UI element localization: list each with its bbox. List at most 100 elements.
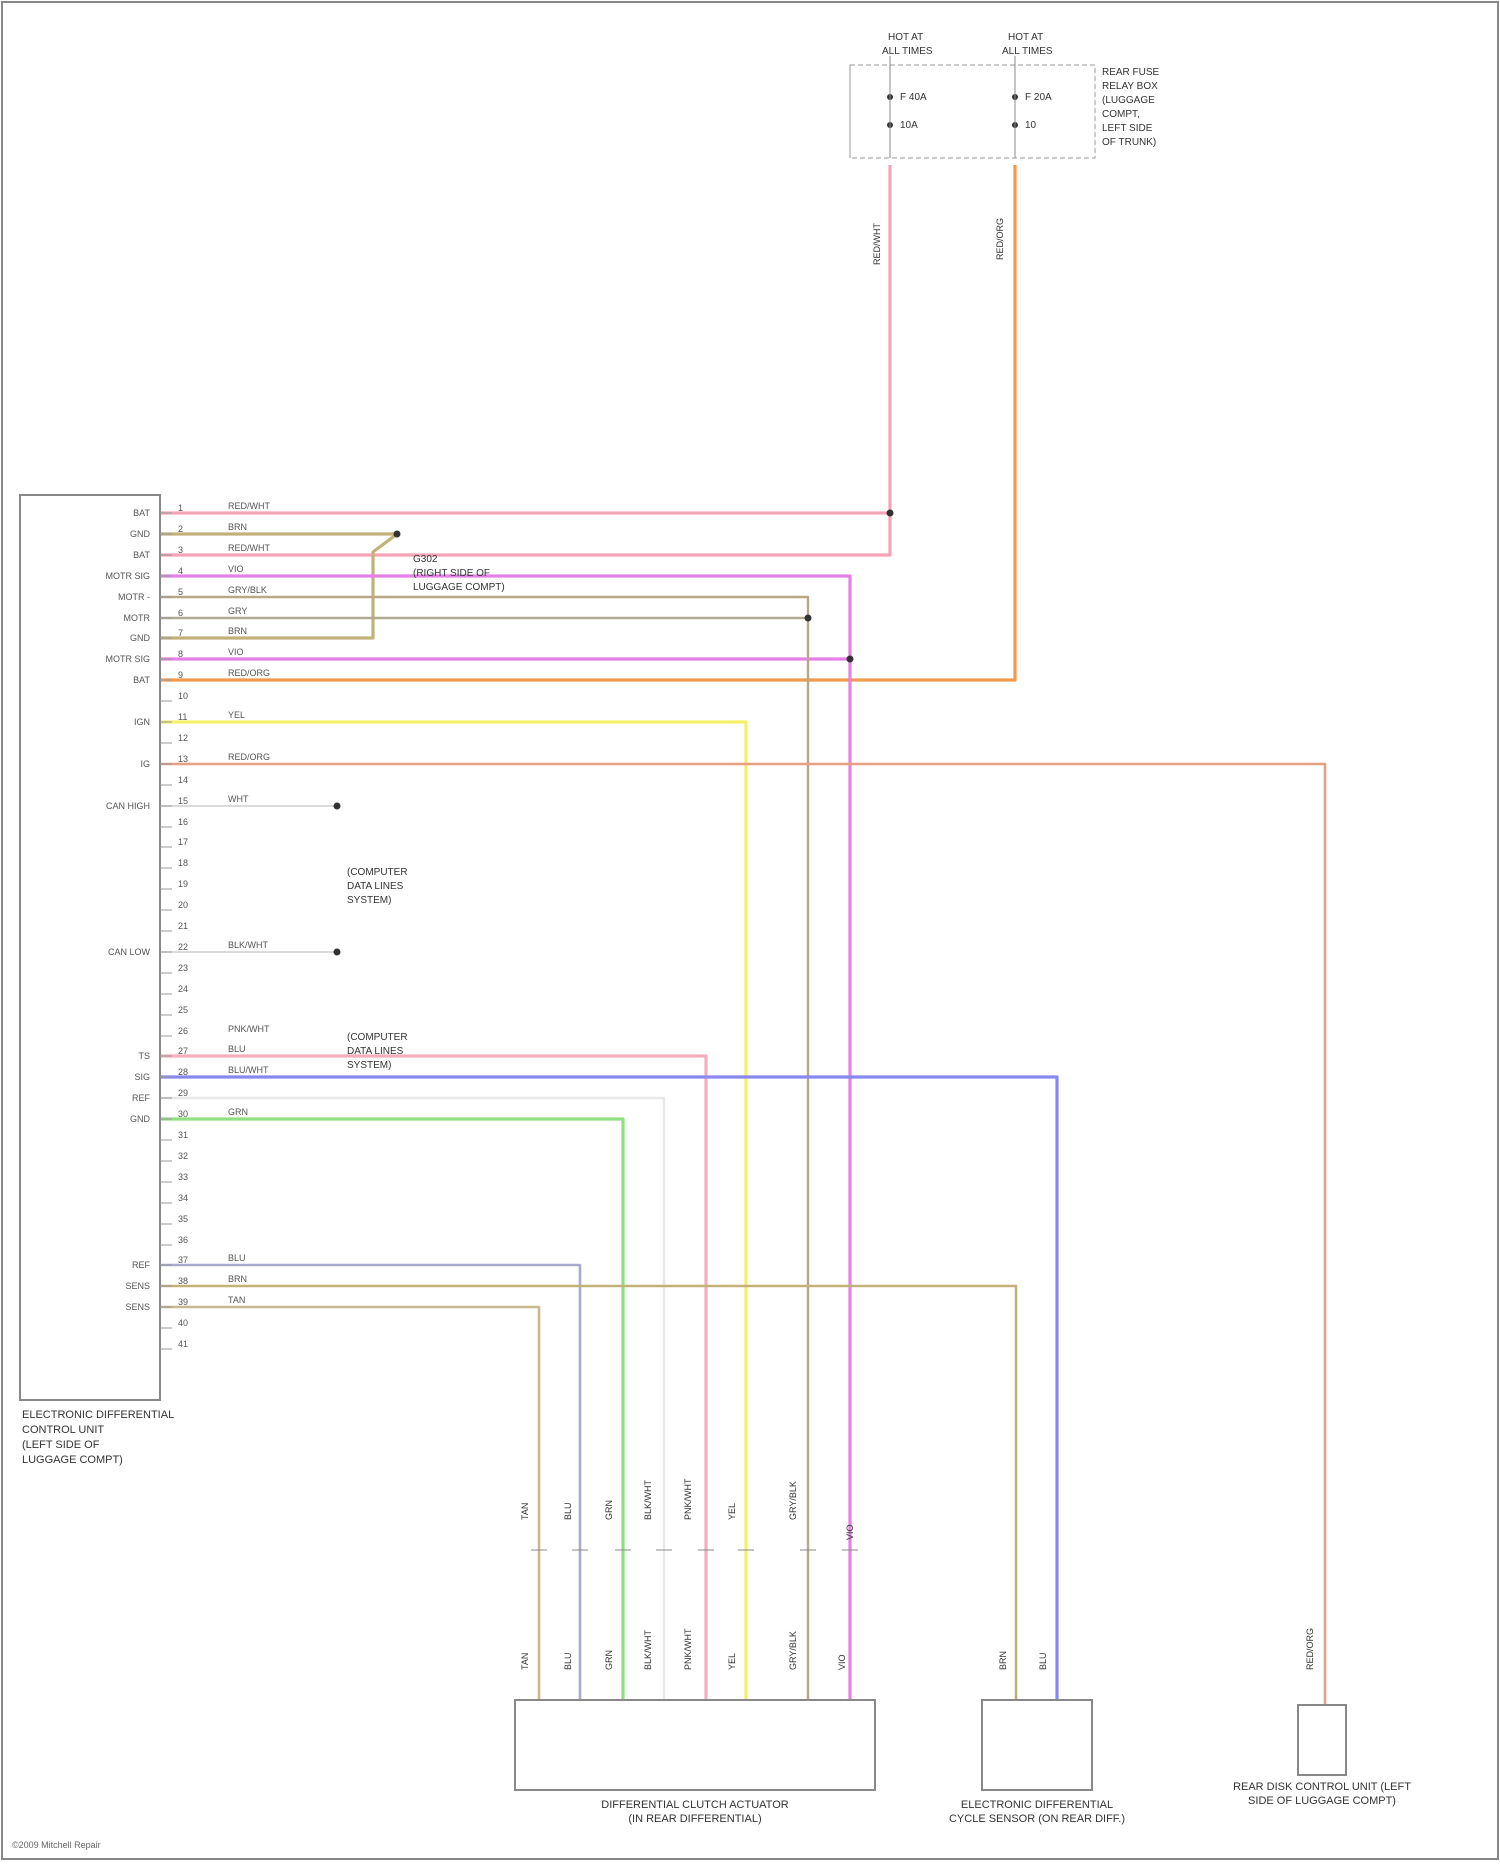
fuse-left-label-1: F 40A — [900, 92, 927, 103]
terminal-label-30: GND — [130, 1114, 151, 1124]
data-line-can-high: (COMPUTER DATA LINES SYSTEM) — [347, 867, 408, 906]
module-caption-2: CONTROL UNIT — [22, 1424, 104, 1436]
wire-label-2: BRN — [228, 522, 247, 532]
pin-number-10: 10 — [178, 691, 188, 701]
wire-label-1: RED/WHT — [228, 501, 270, 511]
wire-bat-fuse-left — [160, 165, 890, 555]
wire-ref — [160, 1098, 664, 1700]
pin-number-16: 16 — [178, 817, 188, 827]
wire-label-8: VIO — [228, 647, 244, 657]
pin-number-14: 14 — [178, 775, 188, 785]
ground-g302-line-1: G302 — [413, 554, 438, 565]
terminal-label-38: SENS — [125, 1281, 150, 1291]
wire-label-37: BLU — [228, 1253, 246, 1263]
wire-label-5: GRY/BLK — [228, 585, 267, 595]
wire-ref-2 — [160, 1265, 580, 1700]
fuse-box-caption-6: OF TRUNK) — [1102, 137, 1156, 148]
fuse-left-title-2: ALL TIMES — [882, 46, 933, 57]
fuse-right-label-1: F 20A — [1025, 92, 1052, 103]
wire-gnd-sensor — [160, 1119, 623, 1700]
pin-number-34: 34 — [178, 1193, 188, 1203]
wire-label-7: BRN — [228, 626, 247, 636]
conn-label-a-6: GRY/BLK — [788, 1481, 798, 1520]
fuse-box-caption-4: COMPT, — [1102, 109, 1140, 120]
terminal-label-4: MOTR SIG — [106, 571, 151, 581]
wire-bat-fuse-right — [160, 165, 1015, 680]
wire-label-27: BLU — [228, 1044, 246, 1054]
pin-number-23: 23 — [178, 963, 188, 973]
terminal-label-2: GND — [130, 529, 151, 539]
can-high-point — [334, 803, 341, 810]
module-caption-3: (LEFT SIDE OF — [22, 1439, 100, 1451]
fuse-right-label-2: 10 — [1025, 120, 1037, 131]
terminal-label-1: BAT — [133, 508, 150, 518]
pin-number-31: 31 — [178, 1130, 188, 1140]
conn-label-b-3: BLK/WHT — [643, 1629, 653, 1670]
data-line-can-low: (COMPUTER DATA LINES SYSTEM) — [347, 1032, 408, 1071]
pin-number-30: 30 — [178, 1109, 188, 1119]
conn-label-b-0: TAN — [520, 1653, 530, 1670]
pin-number-21: 21 — [178, 921, 188, 931]
pin-number-20: 20 — [178, 900, 188, 910]
conn-label-b-6: GRY/BLK — [788, 1631, 798, 1670]
rear-unit-conn-label: RED/ORG — [1305, 1628, 1315, 1670]
can-low-callout-2: DATA LINES — [347, 1046, 404, 1057]
wire-sens-2 — [160, 1307, 539, 1700]
pin-number-11: 11 — [178, 712, 187, 722]
terminal-label-11: IGN — [134, 717, 150, 727]
wire-sens-1 — [160, 1286, 1016, 1700]
actuator-caption-1: DIFFERENTIAL CLUTCH ACTUATOR — [601, 1799, 788, 1811]
pin-number-36: 36 — [178, 1235, 188, 1245]
pin-number-35: 35 — [178, 1214, 188, 1224]
splice-motr-sig — [847, 656, 854, 663]
pin-number-17: 17 — [178, 837, 188, 847]
pin-number-22: 22 — [178, 942, 188, 952]
electronic-differential-control-unit: ELECTRONIC DIFFERENTIAL CONTROL UNIT (LE… — [20, 495, 174, 1466]
wire-label-6: GRY — [228, 606, 247, 616]
wire-sig — [160, 1077, 1057, 1700]
rear-unit-caption-1: REAR DISK CONTROL UNIT (LEFT — [1233, 1781, 1411, 1793]
terminal-label-7: GND — [130, 633, 151, 643]
differential-clutch-actuator: DIFFERENTIAL CLUTCH ACTUATOR (IN REAR DI… — [515, 1700, 875, 1825]
pin-number-33: 33 — [178, 1172, 188, 1182]
sensor-caption-2: CYCLE SENSOR (ON REAR DIFF.) — [949, 1813, 1125, 1825]
pin-number-8: 8 — [178, 649, 183, 659]
pin-number-2: 2 — [178, 524, 183, 534]
can-high-callout-3: SYSTEM) — [347, 895, 391, 906]
pin-number-7: 7 — [178, 628, 183, 638]
fuse-box-caption-5: LEFT SIDE — [1102, 123, 1153, 134]
fuse-right-title-1: HOT AT — [1008, 32, 1043, 43]
can-low-callout-3: SYSTEM) — [347, 1060, 391, 1071]
wire-label-30: GRN — [228, 1107, 248, 1117]
pin-number-1: 1 — [178, 503, 183, 513]
pin-number-15: 15 — [178, 796, 188, 806]
splice-bat-1 — [887, 510, 894, 517]
terminal-label-13: IG — [140, 759, 150, 769]
wire-label-15: WHT — [228, 794, 249, 804]
fuse-wire-label-right: RED/ORG — [995, 218, 1005, 260]
fuse-right-title-2: ALL TIMES — [1002, 46, 1053, 57]
pin-number-28: 28 — [178, 1067, 188, 1077]
pin-number-29: 29 — [178, 1088, 188, 1098]
pin-number-40: 40 — [178, 1318, 188, 1328]
pin-number-19: 19 — [178, 879, 188, 889]
terminal-label-29: REF — [132, 1093, 151, 1103]
ground-g302-line-3: LUGGAGE COMPT) — [413, 582, 505, 593]
footer-credit: ©2009 Mitchell Repair — [12, 1840, 101, 1850]
terminal-label-27: TS — [138, 1051, 150, 1061]
wire-ign — [160, 722, 746, 1700]
terminal-label-3: BAT — [133, 550, 150, 560]
rear-unit-caption-2: SIDE OF LUGGAGE COMPT) — [1248, 1795, 1396, 1807]
terminal-label-5: MOTR - — [118, 592, 150, 602]
pin-number-24: 24 — [178, 984, 188, 994]
fuse-wire-label-left: RED/WHT — [872, 223, 882, 265]
conn-label-b-4: PNK/WHT — [683, 1628, 693, 1670]
ground-g302-point — [394, 531, 401, 538]
can-low-callout-1: (COMPUTER — [347, 1032, 408, 1043]
pin-number-38: 38 — [178, 1276, 188, 1286]
conn-label-b-2: GRN — [604, 1650, 614, 1670]
sensor-conn-label-0: BRN — [998, 1651, 1008, 1670]
pin-number-27: 27 — [178, 1046, 188, 1056]
pin-number-41: 41 — [178, 1339, 188, 1349]
terminal-label-39: SENS — [125, 1302, 150, 1312]
